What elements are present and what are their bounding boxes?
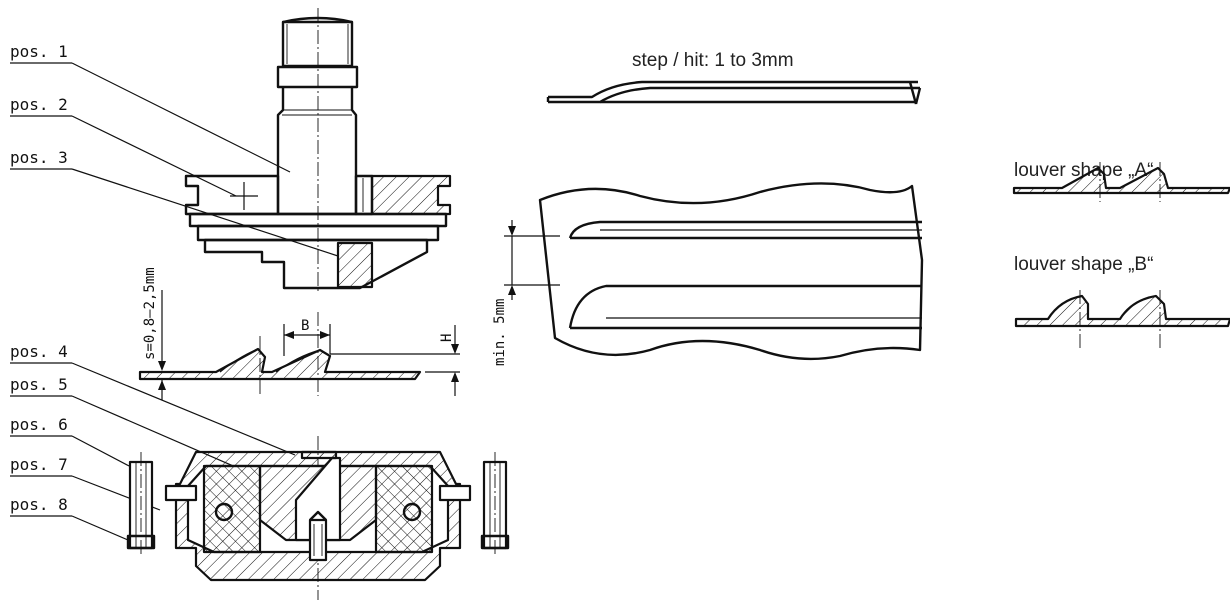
pos-3-label: pos. 3 <box>10 148 68 167</box>
position-labels: pos. 1 pos. 2 pos. 3 pos. 4 pos. 5 pos. … <box>10 42 339 547</box>
step-hit-label: step / hit: 1 to 3mm <box>632 50 794 71</box>
louver-shape-b: louver shape „B“ <box>1014 254 1230 350</box>
pos-4-label: pos. 4 <box>10 342 68 361</box>
louver-shape-b-label: louver shape „B“ <box>1014 254 1153 275</box>
pos-7-label: pos. 7 <box>10 455 68 474</box>
min-spacing-label: min. 5mm <box>492 299 508 366</box>
louvered-sheet-section: s=0,8–2,5mm B H <box>138 267 460 400</box>
pos-5-label: pos. 5 <box>10 375 68 394</box>
pos-1-label: pos. 1 <box>10 42 68 61</box>
pos-6-label: pos. 6 <box>10 415 68 434</box>
sheet-thickness-label: s=0,8–2,5mm <box>142 267 158 360</box>
louver-shape-a-label: louver shape „A“ <box>1014 160 1153 181</box>
lower-die-assembly <box>126 436 510 600</box>
pos-2-label: pos. 2 <box>10 95 68 114</box>
louver-shape-a: louver shape „A“ <box>1012 160 1230 202</box>
pos-8-label: pos. 8 <box>10 495 68 514</box>
step-hit-view: step / hit: 1 to 3mm <box>546 50 922 105</box>
upper-punch-assembly <box>184 8 452 292</box>
dim-h-label: H <box>439 334 455 342</box>
dim-b-label: B <box>301 318 309 334</box>
louver-plan-view: min. 5mm <box>492 182 924 366</box>
